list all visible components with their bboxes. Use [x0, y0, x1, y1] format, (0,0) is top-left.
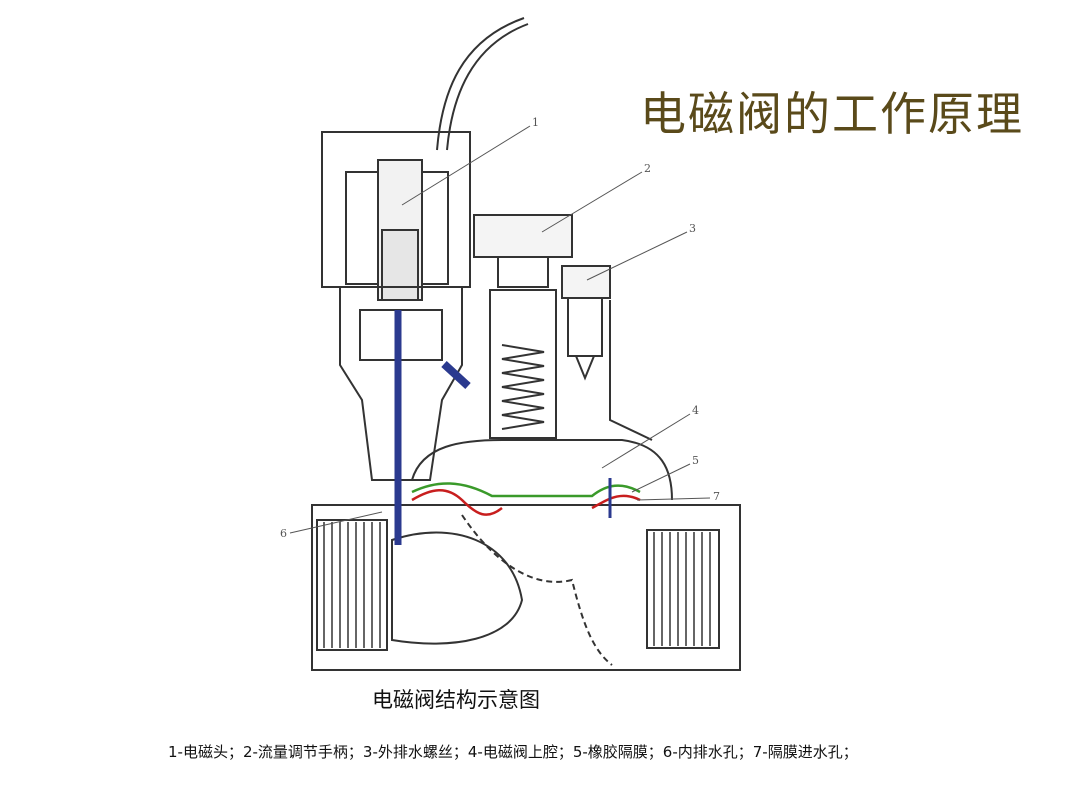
diaphragm-red	[411, 489, 641, 516]
leader-line-1	[401, 125, 531, 206]
solenoid-valve-diagram: 1 2 3 4 5 7 6	[280, 17, 741, 671]
spring	[501, 344, 545, 430]
plunger	[381, 229, 419, 301]
leader-line-7	[636, 497, 711, 501]
lead-wire	[436, 17, 525, 151]
callout-1: 1	[532, 116, 539, 129]
callout-3: 3	[689, 222, 696, 235]
inlet-thread	[316, 519, 388, 651]
bonnet	[339, 286, 463, 481]
center-partition	[461, 514, 613, 666]
leader-line-6	[289, 511, 383, 534]
bonnet-inner	[359, 309, 443, 361]
inlet-bore	[391, 531, 524, 645]
callout-6: 6	[280, 527, 287, 540]
flow-knob-stem	[497, 256, 549, 288]
spring-housing	[489, 289, 557, 439]
callout-2: 2	[644, 162, 651, 175]
diagram-caption: 电磁阀结构示意图	[372, 688, 540, 712]
parts-legend: 1-电磁头；2-流量调节手柄；3-外排水螺丝；4-电磁阀上腔；5-橡胶隔膜；6-…	[168, 743, 858, 761]
drain-screw-body	[567, 297, 603, 357]
leader-line-4	[601, 413, 691, 469]
leader-line-5	[631, 463, 691, 493]
upper-body-right	[609, 300, 653, 441]
drain-screw-tip	[575, 355, 595, 381]
leader-line-3	[586, 231, 688, 281]
drain-screw-head	[561, 265, 611, 299]
upper-chamber	[411, 439, 673, 501]
flow-knob-cap	[473, 214, 573, 258]
exhaust-port	[441, 361, 471, 389]
leader-line-2	[541, 171, 643, 233]
callout-7: 7	[713, 490, 720, 503]
callout-5: 5	[692, 454, 699, 467]
callout-4: 4	[692, 404, 699, 417]
slide-title: 电磁阀的工作原理	[640, 87, 1024, 141]
outlet-thread	[646, 529, 720, 649]
diaphragm-green	[411, 482, 641, 498]
